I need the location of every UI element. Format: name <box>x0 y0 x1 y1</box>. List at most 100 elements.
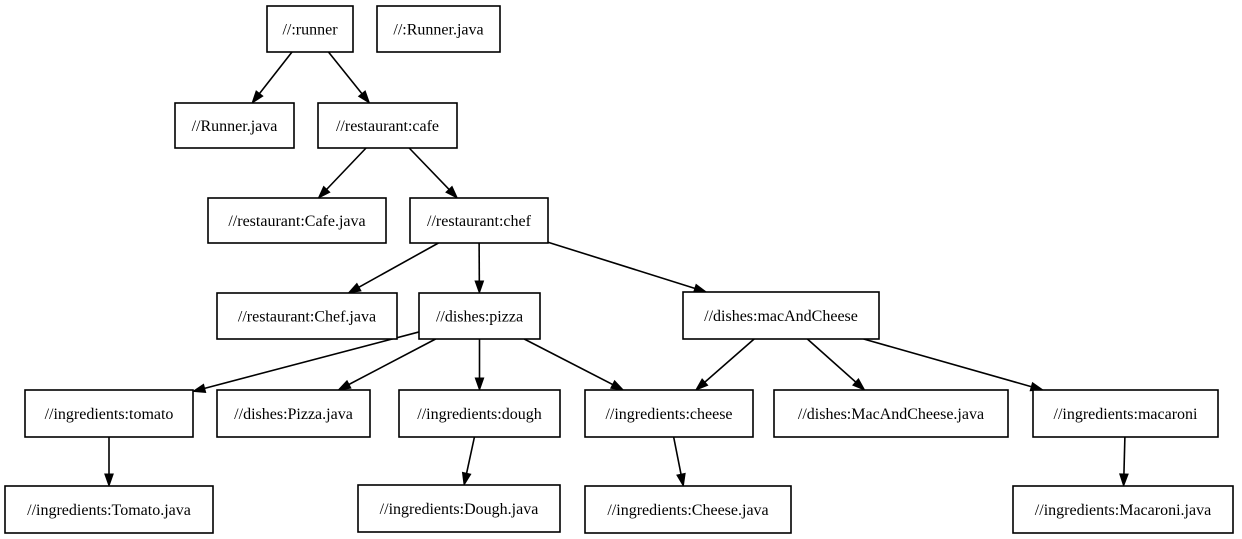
edge-arrowhead-icon <box>317 185 331 200</box>
graph-node-pizza-java: //dishes:Pizza.java <box>216 389 371 438</box>
graph-node-label: //ingredients:tomato <box>45 406 174 423</box>
graph-edge-chef-to-mac-and-cheese <box>547 241 708 293</box>
graph-edge-mac-and-cheese-to-cheese <box>694 338 755 391</box>
edge-line <box>672 436 683 477</box>
edge-line <box>523 338 615 387</box>
edge-line <box>1123 436 1126 477</box>
graph-node-label: //dishes:pizza <box>436 309 523 326</box>
edge-arrowhead-icon <box>445 185 459 200</box>
graph-edge-mac-and-cheese-to-macaroni <box>863 338 1045 392</box>
edge-line <box>202 331 420 390</box>
edge-line <box>547 241 697 290</box>
graph-node-label: //ingredients:dough <box>417 406 541 423</box>
graph-node-label: //ingredients:macaroni <box>1054 406 1199 423</box>
edge-line <box>324 147 367 192</box>
graph-node-box <box>773 389 1009 438</box>
graph-node-chef: //restaurant:chef <box>409 197 549 244</box>
graph-node-box <box>317 102 458 149</box>
graph-node-label: //dishes:Pizza.java <box>234 406 353 423</box>
edge-line <box>863 338 1034 389</box>
graph-node-label: //ingredients:cheese <box>605 406 732 423</box>
graph-node-label: //Runner.java <box>192 118 278 135</box>
edge-line <box>702 338 755 385</box>
graph-edge-chef-to-chef-java <box>347 242 439 294</box>
graph-node-label: //:runner <box>282 22 338 39</box>
edge-arrowhead-icon <box>357 90 371 105</box>
graph-node-box <box>682 291 880 340</box>
graph-node-cafe-java: //restaurant:Cafe.java <box>207 197 387 244</box>
edge-line <box>257 51 293 96</box>
graph-edge-runner-to-runner-java <box>251 51 293 105</box>
edge-line <box>806 338 858 384</box>
graph-node-label: //restaurant:Chef.java <box>238 309 376 326</box>
graph-node-box <box>216 292 398 340</box>
graph-edge-cafe-to-cafe-java <box>317 147 367 200</box>
graph-node-box <box>4 485 214 534</box>
graph-node-label: //ingredients:Dough.java <box>380 501 539 518</box>
edge-arrowhead-icon <box>191 383 207 393</box>
graph-node-label: //:Runner.java <box>393 22 483 39</box>
graph-node-label: //ingredients:Tomato.java <box>27 502 191 519</box>
graph-node-tomato: //ingredients:tomato <box>24 389 194 438</box>
graph-node-tomato-java: //ingredients:Tomato.java <box>4 485 214 534</box>
graph-node-box <box>266 5 354 53</box>
graph-edge-pizza-to-cheese <box>523 338 625 391</box>
graph-node-box <box>174 102 295 149</box>
graph-node-cafe: //restaurant:cafe <box>317 102 458 149</box>
graph-node-box <box>357 484 561 533</box>
graph-node-box <box>418 292 541 340</box>
graph-node-runner-java: //Runner.java <box>174 102 295 149</box>
edge-arrowhead-icon <box>676 472 686 488</box>
graph-node-mac-and-cheese-java: //dishes:MacAndCheese.java <box>773 389 1009 438</box>
graph-edge-chef-to-pizza <box>474 242 485 295</box>
graph-edge-tomato-to-tomato-java <box>104 437 114 488</box>
graph-node-label: //ingredients:Macaroni.java <box>1035 502 1211 519</box>
edge-line <box>465 436 476 476</box>
graph-node-cheese: //ingredients:cheese <box>584 389 754 438</box>
graph-node-mac-and-cheese: //dishes:macAndCheese <box>682 291 880 340</box>
graph-node-label: //dishes:macAndCheese <box>704 308 858 325</box>
graph-node-box <box>216 389 371 438</box>
edge-line <box>327 51 364 96</box>
graph-node-box <box>376 5 501 53</box>
graph-node-runner: //:runner <box>266 5 354 53</box>
edge-line <box>408 147 451 192</box>
edge-arrowhead-icon <box>609 379 625 391</box>
edge-arrowhead-icon <box>1119 473 1129 488</box>
graph-node-box <box>584 389 754 438</box>
graph-edge-mac-and-cheese-to-mac-and-cheese-java <box>806 338 866 392</box>
graph-node-dough-java: //ingredients:Dough.java <box>357 484 561 533</box>
graph-node-label: //dishes:MacAndCheese.java <box>798 406 984 423</box>
graph-node-box <box>207 197 387 244</box>
graph-node-box <box>1032 389 1219 438</box>
edge-arrowhead-icon <box>461 471 472 487</box>
graph-node-box <box>24 389 194 438</box>
graph-edge-macaroni-to-macaroni-java <box>1119 436 1129 488</box>
edge-arrowhead-icon <box>336 379 352 391</box>
graph-node-runner-java-src: //:Runner.java <box>376 5 501 53</box>
graph-node-macaroni: //ingredients:macaroni <box>1032 389 1219 438</box>
graph-edge-runner-to-cafe <box>327 51 371 105</box>
graph-node-macaroni-java: //ingredients:Macaroni.java <box>1012 485 1234 534</box>
graph-edge-dough-to-dough-java <box>461 436 476 487</box>
graph-edge-pizza-to-tomato <box>191 331 420 393</box>
graph-node-label: //ingredients:Cheese.java <box>607 502 768 519</box>
edge-arrowhead-icon <box>104 473 114 488</box>
graph-node-pizza: //dishes:pizza <box>418 292 541 340</box>
edge-arrowhead-icon <box>852 378 866 392</box>
graph-node-label: //restaurant:Cafe.java <box>228 213 365 230</box>
graph-edge-cafe-to-chef <box>408 147 459 200</box>
graph-edge-cheese-to-cheese-java <box>672 436 686 488</box>
graph-node-label: //restaurant:chef <box>427 213 532 230</box>
edge-line <box>356 242 439 289</box>
edge-arrowhead-icon <box>251 90 264 105</box>
edge-arrowhead-icon <box>694 378 709 391</box>
graph-node-box <box>409 197 549 244</box>
edge-arrowhead-icon <box>474 280 485 295</box>
edge-line <box>346 338 436 387</box>
graph-node-box <box>398 389 561 438</box>
graph-edge-pizza-to-dough <box>474 339 485 392</box>
graph-node-box <box>1012 485 1234 534</box>
